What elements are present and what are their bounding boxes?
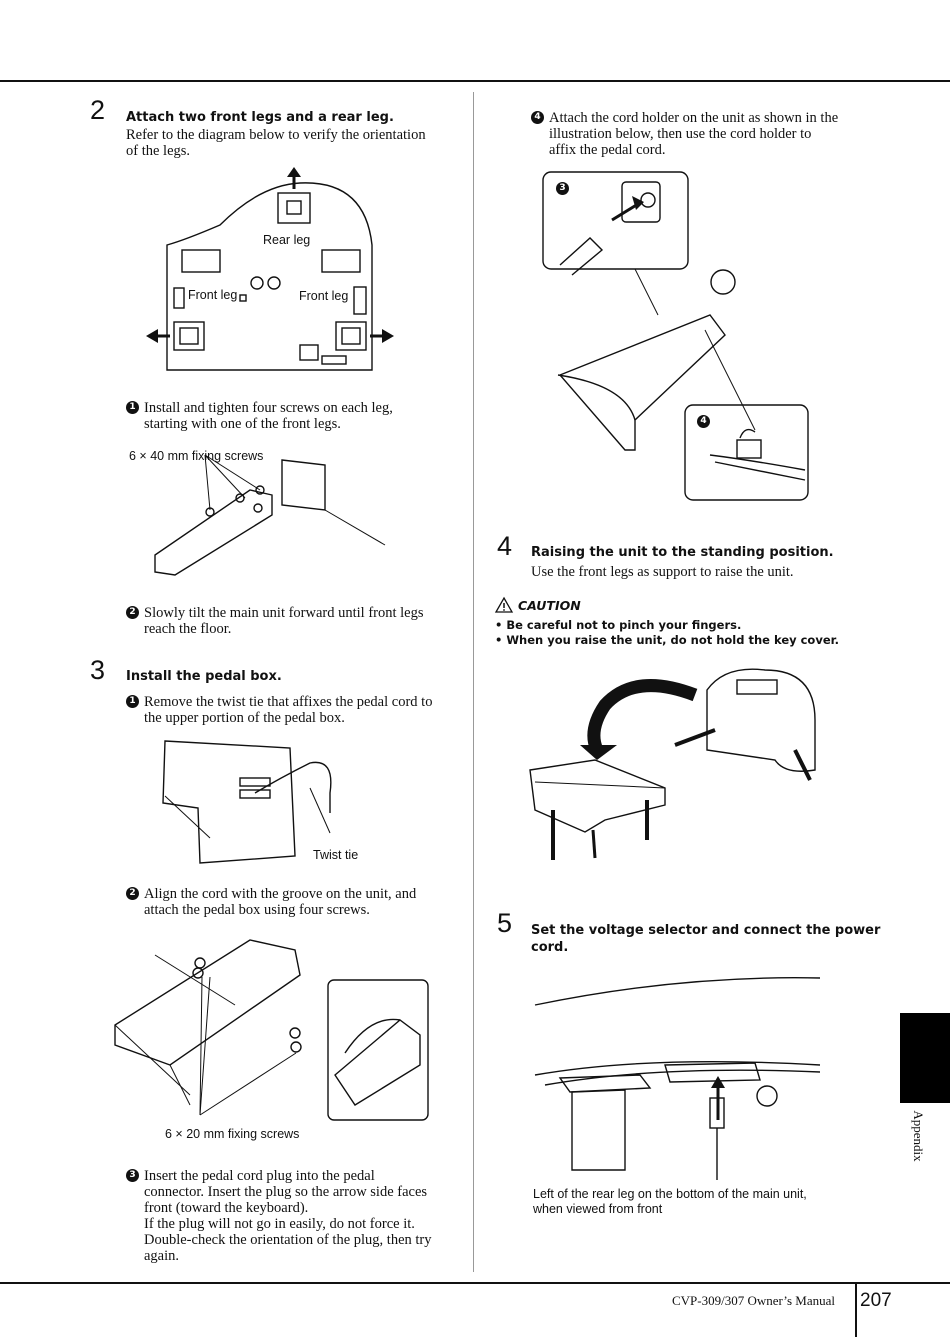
step-2-heading: Attach two front legs and a rear leg. — [126, 110, 394, 125]
step-5-heading: Set the voltage selector and connect the… — [531, 923, 881, 955]
step-3-sub-3: 3 Insert the pedal cord plug into the pe… — [126, 1168, 432, 1264]
cord-holder-illustration — [542, 171, 809, 501]
marker-4: 4 — [531, 111, 544, 124]
step-4-heading: Raising the unit to the standing positio… — [531, 545, 834, 560]
step-5-number: 5 — [497, 908, 513, 938]
power-cord-caption: Left of the rear leg on the bottom of th… — [533, 1187, 807, 1216]
step-3-sub-1: 1 Remove the twist tie that affixes the … — [126, 694, 432, 726]
step-4-body: Use the front legs as support to raise t… — [531, 564, 794, 580]
footer-manual-title: CVP-309/307 Owner’s Manual — [672, 1293, 835, 1308]
twist-tie-label: Twist tie — [313, 848, 359, 862]
callout-3: 3 — [556, 182, 569, 195]
bottom-rule — [0, 1282, 950, 1284]
appendix-label: Appendix — [911, 1110, 926, 1162]
step-2-number: 2 — [90, 95, 106, 125]
step-3-sub-2: 2 Align the cord with the groove on the … — [126, 886, 416, 918]
twist-tie-illustration — [162, 740, 332, 864]
marker-3: 3 — [126, 1169, 139, 1182]
caution-bullet-2: • When you raise the unit, do not hold t… — [495, 633, 840, 647]
step-3-heading: Install the pedal box. — [126, 669, 282, 684]
marker-2: 2 — [126, 606, 139, 619]
screws-20mm-caption: 6 × 20 mm fixing screws — [165, 1127, 300, 1141]
rear-leg-label: Rear leg — [263, 233, 311, 247]
step-4-number: 4 — [497, 531, 513, 561]
step-2-intro: Refer to the diagram below to verify the… — [126, 127, 426, 159]
top-rule — [0, 80, 950, 82]
page-number: 207 — [860, 1290, 892, 1311]
caution-title: CAUTION — [518, 598, 581, 613]
step-3-sub-4: 4 Attach the cord holder on the unit as … — [531, 110, 838, 158]
marker-2: 2 — [126, 887, 139, 900]
appendix-tab[interactable] — [900, 1013, 950, 1103]
step-3-number: 3 — [90, 655, 106, 685]
step-2-sub-2: 2 Slowly tilt the main unit forward unti… — [126, 605, 424, 637]
raise-unit-illustration — [529, 668, 816, 860]
column-divider — [473, 92, 474, 1272]
screws-40mm-caption: 6 × 40 mm fixing screws — [129, 449, 264, 463]
pedal-box-illustration — [114, 939, 429, 1121]
marker-1: 1 — [126, 401, 139, 414]
caution-bullet-1: • Be careful not to pinch your fingers. — [495, 618, 742, 632]
leg-orientation-diagram — [146, 167, 394, 371]
step-2-sub-1: 1 Install and tighten four screws on eac… — [126, 400, 393, 432]
caution-icon — [494, 596, 514, 613]
footer-divider — [855, 1283, 857, 1337]
front-leg-left-label: Front leg — [188, 288, 238, 302]
voltage-selector-illustration — [534, 977, 821, 1180]
leg-screws-illustration — [154, 454, 386, 576]
callout-4: 4 — [697, 415, 710, 428]
front-leg-right-label: Front leg — [299, 289, 349, 303]
marker-1: 1 — [126, 695, 139, 708]
